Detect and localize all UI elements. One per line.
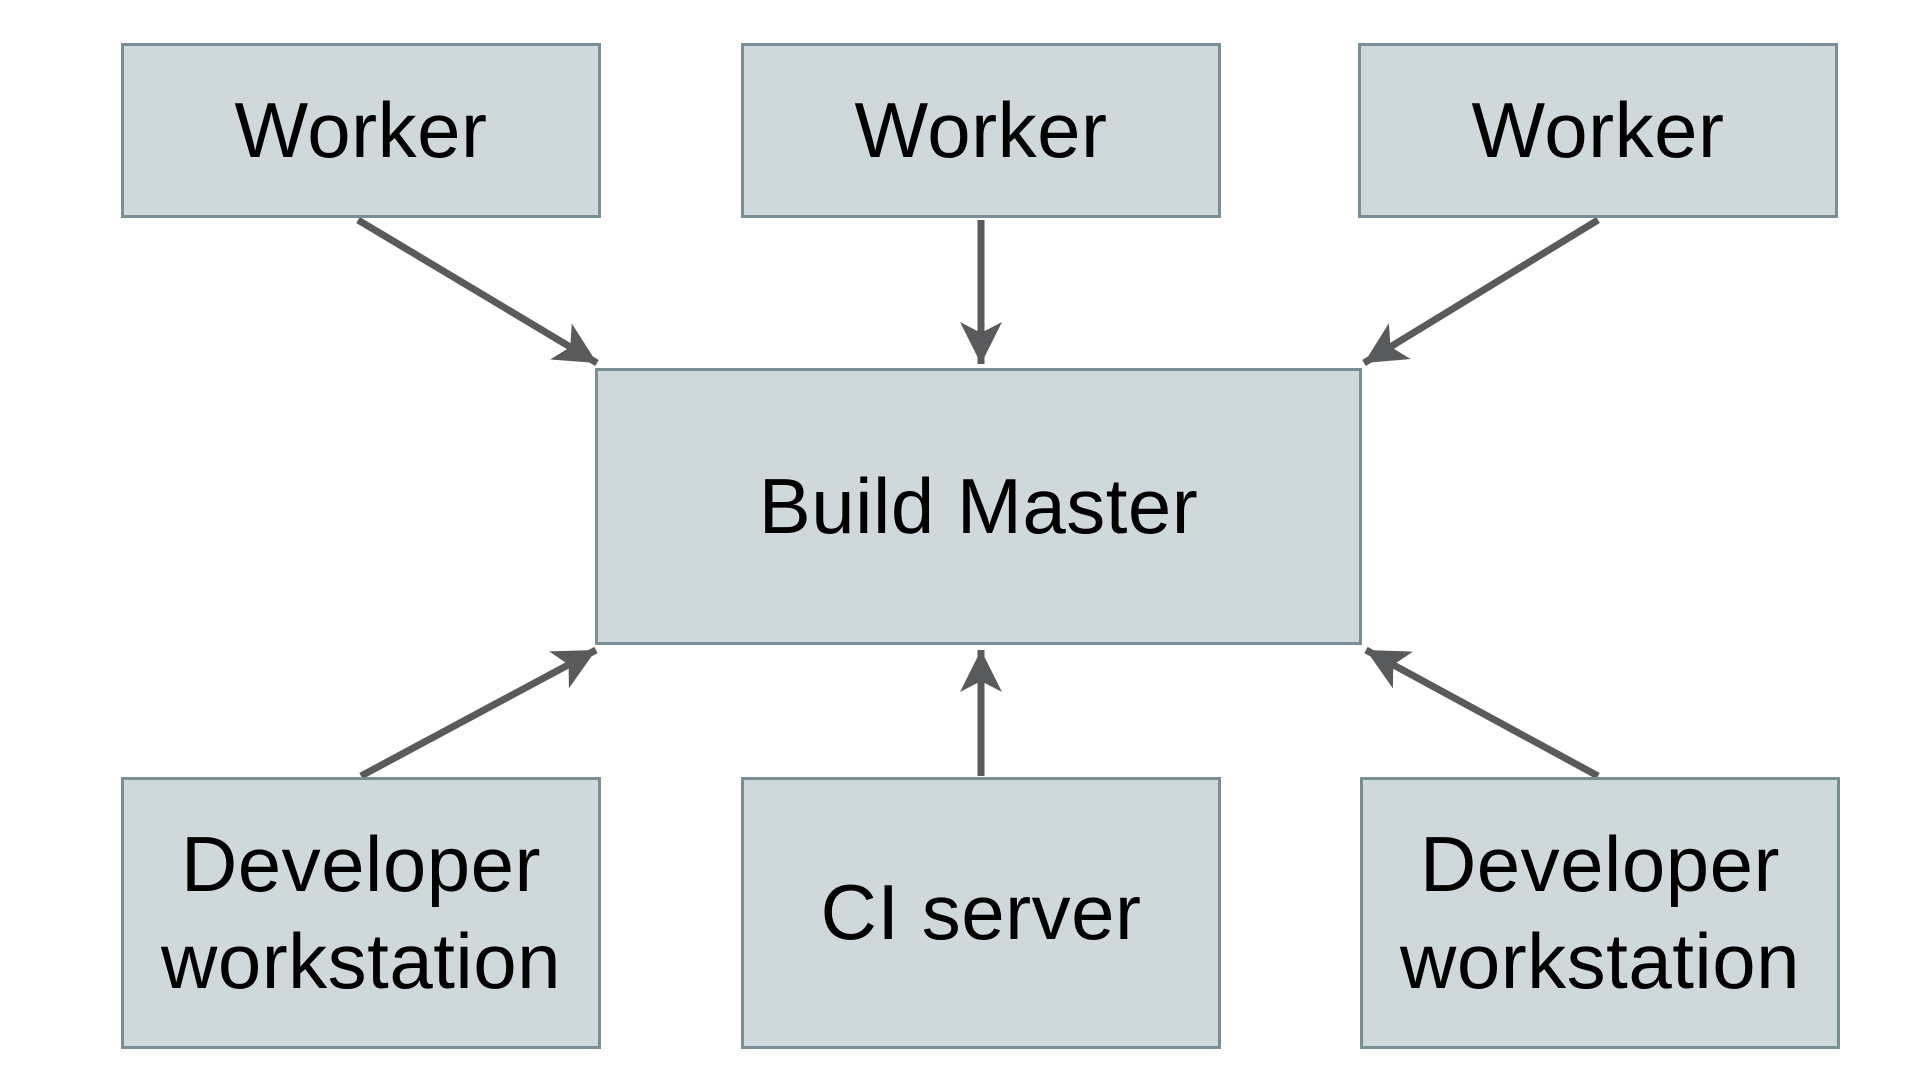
node-worker-1-label: Worker bbox=[234, 85, 488, 174]
node-worker-2: Worker bbox=[741, 43, 1221, 218]
node-ci-server: CI server bbox=[741, 777, 1221, 1049]
node-worker-3: Worker bbox=[1358, 43, 1838, 218]
node-build-master: Build Master bbox=[595, 368, 1362, 645]
arrow-worker-3-to-build-master bbox=[1362, 217, 1600, 366]
node-worker-2-label: Worker bbox=[854, 85, 1108, 174]
arrow-developer-workstation-1-to-build-master bbox=[359, 646, 598, 780]
node-ci-server-label: CI server bbox=[820, 868, 1142, 957]
node-developer-workstation-1-label: Developer workstation bbox=[161, 819, 561, 1006]
node-developer-workstation-1: Developer workstation bbox=[121, 777, 601, 1049]
node-worker-1: Worker bbox=[121, 43, 601, 218]
node-build-master-label: Build Master bbox=[758, 461, 1199, 550]
node-worker-3-label: Worker bbox=[1471, 85, 1725, 174]
arrow-developer-workstation-2-to-build-master bbox=[1364, 646, 1600, 780]
node-developer-workstation-2-label: Developer workstation bbox=[1400, 819, 1800, 1006]
node-developer-workstation-2: Developer workstation bbox=[1360, 777, 1840, 1049]
arrow-worker-1-to-build-master bbox=[356, 216, 599, 367]
